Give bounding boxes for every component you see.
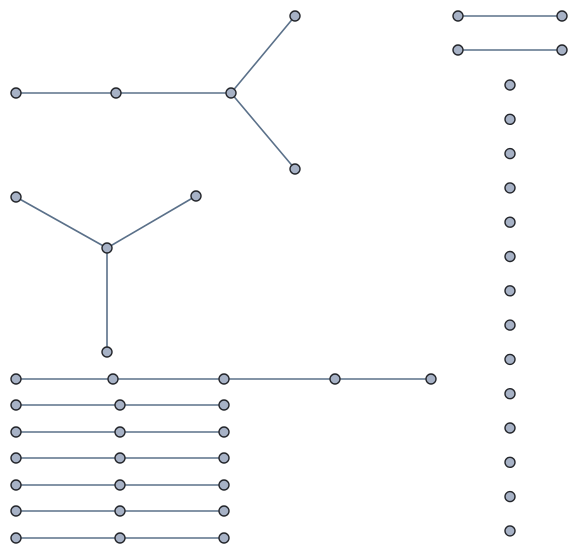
component-5-node-3 — [218, 426, 230, 438]
component-6-node-2 — [114, 452, 126, 464]
component-12-node-11 — [504, 422, 516, 434]
component-10-node-1 — [452, 10, 464, 22]
component-12-node-9 — [504, 353, 516, 366]
component-4-node-3 — [218, 399, 230, 411]
component-12-node-3 — [504, 147, 516, 160]
component-12-node-14 — [504, 525, 516, 537]
component-1-edge-4 — [230, 92, 296, 170]
component-11-node-2 — [556, 44, 568, 56]
component-6-node-3 — [218, 452, 230, 464]
component-2-node-1 — [101, 242, 113, 254]
component-12-node-6 — [504, 250, 516, 263]
component-12-node-13 — [504, 490, 516, 503]
component-3-node-4 — [329, 373, 341, 385]
component-2-node-3 — [190, 190, 202, 202]
component-3-node-5 — [425, 373, 437, 385]
component-1-edge-3 — [230, 15, 296, 94]
component-12-node-7 — [504, 285, 516, 297]
component-12-node-5 — [504, 216, 516, 228]
component-1-node-1 — [10, 87, 22, 99]
component-8-node-3 — [218, 505, 230, 517]
component-1-node-3 — [225, 87, 237, 99]
component-12-node-8 — [504, 319, 516, 331]
component-7-node-3 — [218, 479, 230, 491]
component-5-node-1 — [10, 426, 22, 438]
component-12-node-2 — [504, 113, 516, 126]
component-4-node-1 — [10, 399, 22, 411]
component-10-node-2 — [556, 10, 568, 22]
component-1-node-2 — [110, 87, 122, 99]
component-8-node-2 — [114, 505, 126, 517]
component-1-node-4 — [289, 10, 301, 22]
component-9-node-3 — [218, 532, 230, 544]
edges-layer — [15, 15, 562, 539]
component-7-node-1 — [10, 479, 22, 491]
component-11-node-1 — [452, 44, 464, 56]
component-2-edge-2 — [106, 195, 197, 249]
component-6-node-1 — [10, 452, 22, 464]
component-8-node-1 — [10, 505, 22, 517]
component-12-node-4 — [504, 182, 516, 194]
component-9-node-1 — [10, 532, 22, 544]
component-3-node-2 — [107, 373, 119, 385]
component-12-node-1 — [504, 79, 516, 91]
component-9-node-2 — [114, 532, 126, 544]
component-3-node-3 — [218, 373, 230, 385]
component-4-node-2 — [114, 399, 126, 411]
component-2-edge-1 — [15, 196, 108, 249]
component-12-node-10 — [504, 388, 516, 400]
nodes-layer — [10, 10, 568, 544]
component-2-node-4 — [101, 346, 113, 358]
component-3-node-1 — [10, 373, 22, 385]
component-5-node-2 — [114, 426, 126, 438]
component-1-node-5 — [289, 163, 301, 175]
component-7-node-2 — [114, 479, 126, 491]
component-2-node-2 — [10, 191, 22, 203]
component-12-node-12 — [504, 456, 516, 468]
